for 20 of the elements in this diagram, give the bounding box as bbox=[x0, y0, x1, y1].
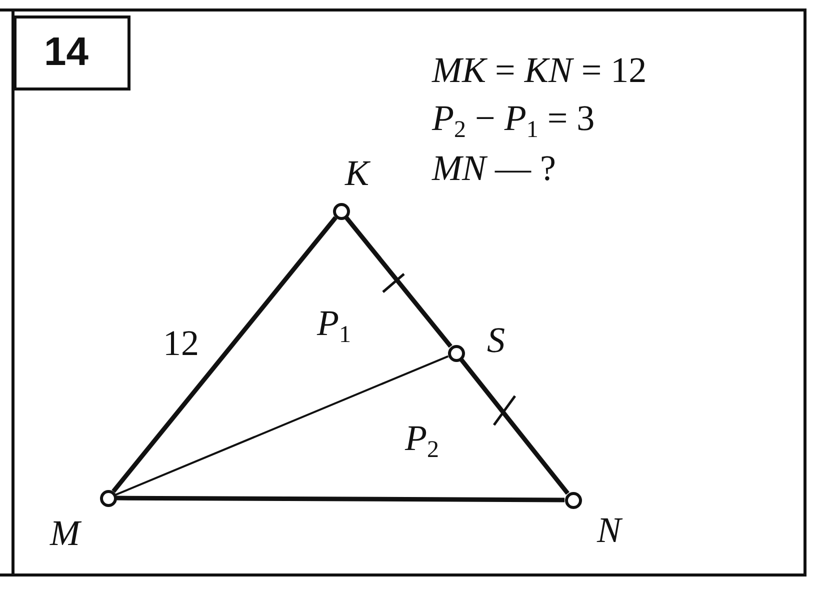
line-segment bbox=[115, 355, 449, 496]
line-segment bbox=[112, 216, 338, 493]
edge-label: 12 bbox=[163, 325, 199, 361]
line-segment bbox=[344, 216, 452, 348]
problem-number: 14 bbox=[44, 32, 88, 72]
region-label: P$_{2}$ bbox=[405, 420, 439, 456]
point-marker bbox=[100, 490, 116, 506]
question-text: MN — ? bbox=[432, 150, 556, 186]
given-equation: P$_{2}$ − P$_{1}$ = 3 bbox=[432, 100, 595, 136]
line-segment bbox=[116, 496, 564, 502]
point-label: M bbox=[50, 515, 80, 551]
region-label: P$_{1}$ bbox=[317, 305, 351, 341]
point-marker bbox=[448, 344, 464, 362]
point-label: K bbox=[345, 155, 370, 191]
point-label: N bbox=[597, 512, 622, 548]
point-marker bbox=[564, 492, 582, 508]
point-marker bbox=[332, 202, 350, 220]
given-equation: MK = KN = 12 bbox=[432, 52, 647, 88]
line-segment bbox=[460, 358, 570, 495]
point-label: S bbox=[487, 322, 505, 358]
